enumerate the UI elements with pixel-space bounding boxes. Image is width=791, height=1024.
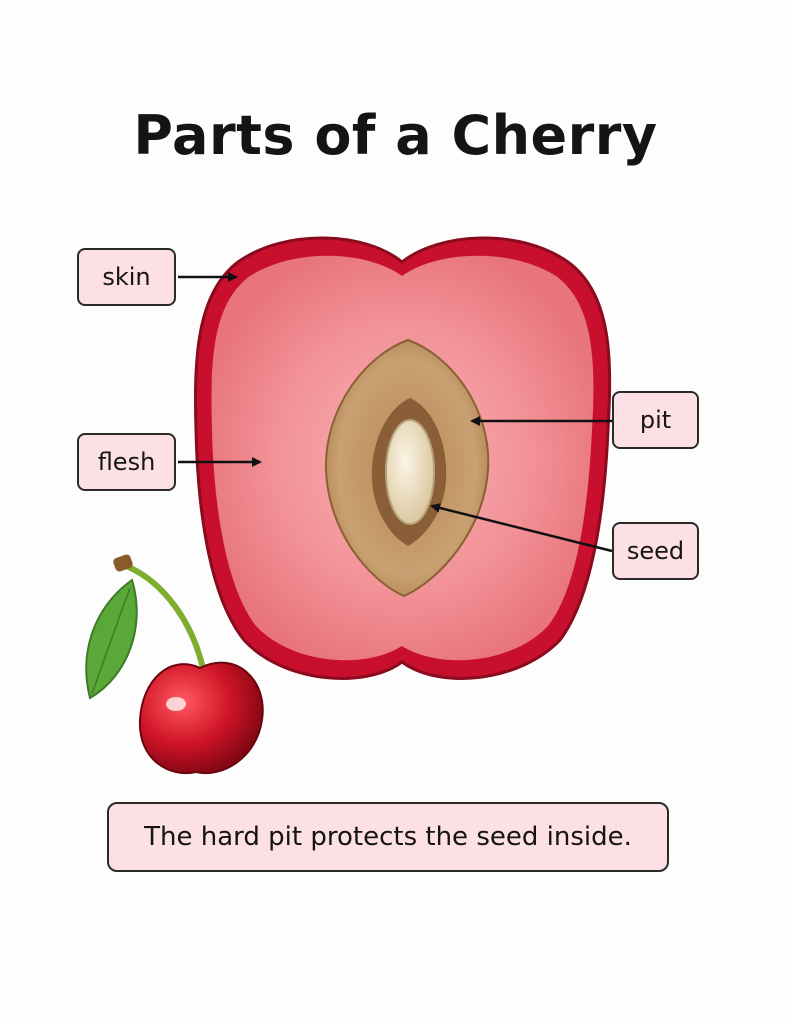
whole-cherry-icon [85, 554, 264, 775]
label-skin: skin [77, 248, 176, 306]
label-seed: seed [612, 522, 699, 580]
label-flesh: flesh [77, 433, 176, 491]
arrow-seed [430, 503, 613, 553]
cherry-fruit [138, 661, 264, 775]
cherry-seed [385, 419, 435, 525]
cherry-stem [123, 563, 209, 687]
leaf-vein [91, 587, 131, 695]
caption-box: The hard pit protects the seed inside. [107, 802, 669, 872]
cherry-highlight [166, 697, 186, 711]
page-title: Parts of a Cherry [133, 104, 658, 167]
label-pit: pit [612, 391, 699, 449]
stem-tip [113, 554, 133, 572]
